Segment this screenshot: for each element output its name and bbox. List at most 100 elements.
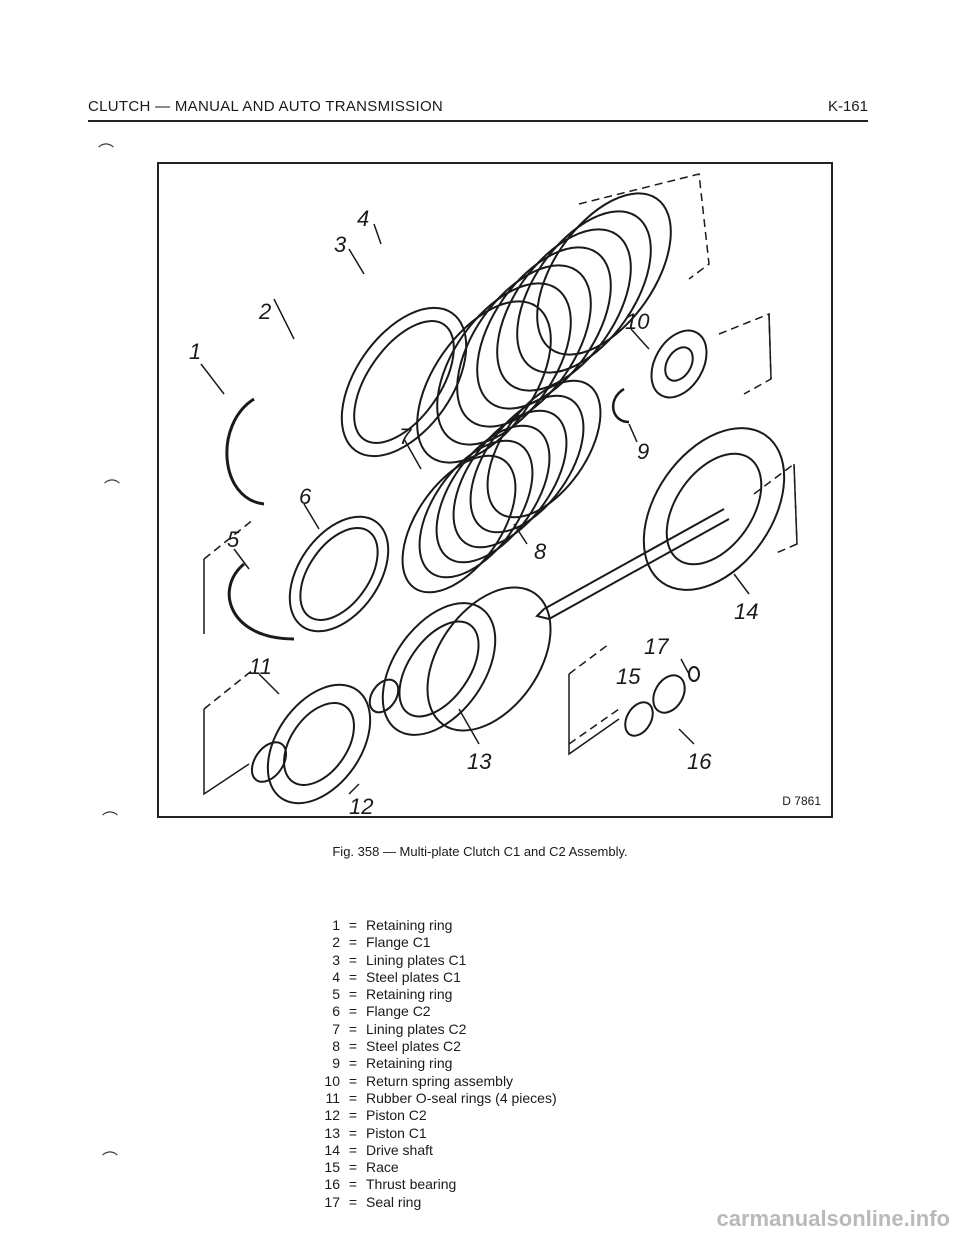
clutch-assembly-diagram: 1 2 3 4 5 6 7 8 9 10 11 12 13 14 15 16 1… xyxy=(189,173,798,816)
legend-item: 12 = Piston C2 xyxy=(300,1107,557,1124)
legend-text: Retaining ring xyxy=(366,986,453,1003)
legend-equals: = xyxy=(348,1176,358,1193)
legend-item: 11 = Rubber O-seal rings (4 pieces) xyxy=(300,1089,557,1107)
legend-number: 17 xyxy=(324,1193,340,1210)
legend-text: Rubber O-seal rings (4 pieces) xyxy=(366,1089,557,1106)
legend-text: Flange C2 xyxy=(366,1003,431,1020)
legend-number: 7 xyxy=(332,1020,340,1037)
legend-equals: = xyxy=(348,1159,358,1176)
page-header: CLUTCH — MANUAL AND AUTO TRANSMISSION K-… xyxy=(88,96,868,122)
legend-number: 12 xyxy=(324,1107,340,1124)
legend-equals: = xyxy=(348,934,358,951)
legend-text: Steel plates C1 xyxy=(366,968,461,985)
callout-16: 16 xyxy=(687,749,712,774)
legend-equals: = xyxy=(348,1089,358,1106)
legend-number: 15 xyxy=(324,1159,340,1176)
legend-equals: = xyxy=(348,1141,358,1158)
margin-mark: ⌒ xyxy=(102,1152,119,1169)
legend-item: 4 = Steel plates C1 xyxy=(300,969,557,986)
legend-item: 2 = Flange C1 xyxy=(300,934,557,951)
figure-code: D 7861 xyxy=(782,794,821,808)
callout-5: 5 xyxy=(227,527,240,552)
legend-number: 8 xyxy=(332,1038,340,1055)
legend-number: 6 xyxy=(332,1003,340,1020)
callout-12: 12 xyxy=(349,794,373,816)
margin-mark: ⌒ xyxy=(104,480,121,497)
legend-equals: = xyxy=(348,1193,358,1210)
legend-text: Retaining ring xyxy=(366,917,453,933)
legend-item: 9 = Retaining ring xyxy=(300,1055,557,1072)
legend-text: Return spring assembly xyxy=(366,1072,514,1089)
legend-equals: = xyxy=(348,1020,358,1037)
callout-7: 7 xyxy=(399,424,412,449)
legend-item: 17 = Seal ring xyxy=(300,1194,557,1211)
page-number: K-161 xyxy=(827,98,868,115)
legend-text: Lining plates C2 xyxy=(366,1020,467,1037)
legend-equals: = xyxy=(348,968,358,985)
legend-item: 6 = Flange C2 xyxy=(300,1003,557,1020)
callout-10: 10 xyxy=(625,309,650,334)
pistons xyxy=(250,586,552,805)
callout-3: 3 xyxy=(334,232,347,257)
legend-text: Flange C1 xyxy=(366,934,431,951)
figure-caption: Fig. 358 — Multi-plate Clutch C1 and C2 … xyxy=(332,844,628,859)
callout-2: 2 xyxy=(258,299,271,324)
legend-item: 3 = Lining plates C1 xyxy=(300,952,557,969)
legend-item: 16 = Thrust bearing xyxy=(300,1176,557,1193)
legend-number: 2 xyxy=(332,934,340,951)
parts-legend: 1 = Retaining ring 2 = Flange C1 3 = Lining plat… xyxy=(300,917,557,1211)
legend-equals: = xyxy=(348,1055,358,1072)
legend-text: Seal ring xyxy=(366,1193,422,1210)
legend-equals: = xyxy=(348,951,358,968)
footer-watermark: carmanualsonline.info xyxy=(716,1206,951,1231)
legend-text: Lining plates C1 xyxy=(366,951,467,968)
legend-text: Retaining ring xyxy=(366,1055,453,1072)
legend-number: 4 xyxy=(332,968,340,985)
legend-equals: = xyxy=(348,1003,358,1020)
legend-item: 8 = Steel plates C2 xyxy=(300,1038,557,1055)
callout-6: 6 xyxy=(299,484,312,509)
legend-number: 9 xyxy=(332,1055,340,1072)
exploded-view-figure: 1 2 3 4 5 6 7 8 9 10 11 12 13 14 15 16 1… xyxy=(157,162,833,818)
clutch-c1-plate-stack xyxy=(225,192,672,506)
legend-item: 13=Piston C1 xyxy=(300,1125,557,1142)
legend-equals: = xyxy=(348,1124,358,1141)
return-spring-assembly xyxy=(650,329,708,399)
legend-text: Race xyxy=(366,1159,399,1176)
legend-number: 1 xyxy=(332,917,340,933)
margin-mark: ⌒ xyxy=(98,144,115,161)
legend-equals: = xyxy=(348,1107,358,1124)
legend-number: 10 xyxy=(324,1072,340,1089)
legend-equals: = xyxy=(348,986,358,1003)
legend-text: Thrust bearing xyxy=(366,1176,457,1193)
legend-text: Steel plates C2 xyxy=(366,1038,461,1055)
legend-text: Piston C2 xyxy=(366,1107,427,1124)
callout-8: 8 xyxy=(534,539,547,564)
callout-17: 17 xyxy=(644,634,669,659)
clutch-c2-plate-stack xyxy=(227,379,630,641)
legend-number: 14 xyxy=(324,1141,340,1158)
legend-item: 5 = Retaining ring xyxy=(300,986,557,1003)
legend-number: 16 xyxy=(324,1176,340,1193)
legend-equals: = xyxy=(348,917,358,933)
legend-item: 14 = Drive shaft xyxy=(300,1142,557,1159)
legend-item: 10 = Return spring assembly xyxy=(300,1073,557,1090)
callout-14: 14 xyxy=(734,599,758,624)
legend-item: 15 = Race xyxy=(300,1159,557,1176)
legend-item: 1 = Retaining ring xyxy=(300,917,557,934)
legend-number: 5 xyxy=(332,986,340,1003)
margin-mark: ⌒ xyxy=(102,812,119,829)
callout-11: 11 xyxy=(249,654,272,679)
callout-1: 1 xyxy=(189,339,201,364)
header-title: CLUTCH — MANUAL AND AUTO TRANSMISSION xyxy=(88,98,444,115)
legend-equals: = xyxy=(348,1038,358,1055)
callout-4: 4 xyxy=(357,206,369,231)
legend-item: 7 = Lining plates C2 xyxy=(300,1021,557,1038)
legend-number: 3 xyxy=(332,951,340,968)
callout-9: 9 xyxy=(637,439,649,464)
legend-text: Piston C1 xyxy=(366,1124,427,1141)
legend-text: Drive shaft xyxy=(366,1141,433,1158)
legend-equals: = xyxy=(348,1072,358,1089)
legend-number: 11 xyxy=(325,1089,340,1106)
drum-and-drive-shaft xyxy=(535,427,786,620)
